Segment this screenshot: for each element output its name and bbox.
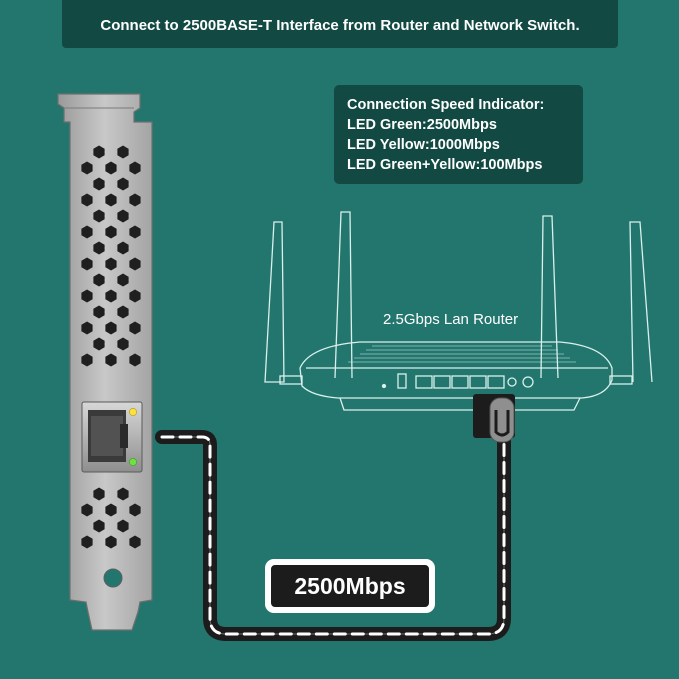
vent-hole: [105, 353, 117, 367]
vent-hole: [81, 503, 93, 517]
vent-hole: [129, 353, 141, 367]
speed-indicator-panel: Connection Speed Indicator: LED Green:25…: [334, 85, 583, 184]
antenna-mid-right: [540, 215, 559, 379]
antenna-left: [264, 221, 285, 383]
vent-hole: [93, 487, 105, 501]
vent-hole: [117, 305, 129, 319]
vent-hole: [117, 519, 129, 533]
vent-hole: [129, 289, 141, 303]
vent-hole: [129, 193, 141, 207]
vent-hole: [93, 337, 105, 351]
vent-hole: [105, 289, 117, 303]
vent-hole: [117, 487, 129, 501]
led-green: [129, 458, 137, 466]
vent-holes: [81, 145, 141, 549]
vent-hole: [129, 321, 141, 335]
vent-hole: [93, 241, 105, 255]
vent-hole: [117, 337, 129, 351]
vent-hole: [105, 503, 117, 517]
vent-hole: [93, 305, 105, 319]
top-banner: Connect to 2500BASE-T Interface from Rou…: [62, 0, 618, 48]
vent-hole: [81, 321, 93, 335]
vent-hole: [117, 177, 129, 191]
vent-hole: [105, 193, 117, 207]
speed-badge-text: 2500Mbps: [269, 563, 431, 609]
vent-hole: [117, 273, 129, 287]
vent-hole: [81, 161, 93, 175]
vent-hole: [129, 535, 141, 549]
indicator-title: Connection Speed Indicator:: [347, 97, 545, 113]
router-plug: [473, 394, 515, 443]
vent-hole: [81, 193, 93, 207]
vent-hole: [105, 161, 117, 175]
rj45-port: [81, 401, 143, 473]
led-yellow: [129, 408, 137, 416]
vent-hole: [105, 321, 117, 335]
vent-hole: [93, 177, 105, 191]
vent-hole: [129, 257, 141, 271]
vent-hole: [81, 535, 93, 549]
router-illustration: [264, 211, 653, 411]
indicator-line-yellow: LED Yellow:1000Mbps: [347, 137, 500, 153]
vent-hole: [81, 225, 93, 239]
speed-badge: 2500Mbps: [265, 559, 435, 613]
vent-hole: [105, 257, 117, 271]
antenna-right: [629, 221, 653, 383]
banner-text: Connect to 2500BASE-T Interface from Rou…: [100, 16, 580, 34]
vent-hole: [105, 535, 117, 549]
ethernet-cable: [155, 423, 511, 641]
screw-hole: [103, 568, 123, 588]
vent-hole: [129, 503, 141, 517]
vent-hole: [81, 353, 93, 367]
indicator-line-green: LED Green:2500Mbps: [347, 117, 497, 133]
pcie-bracket: [57, 93, 153, 631]
vent-hole: [117, 145, 129, 159]
vent-hole: [129, 225, 141, 239]
vent-hole: [117, 241, 129, 255]
vent-hole: [93, 273, 105, 287]
vent-hole: [105, 225, 117, 239]
vent-hole: [93, 145, 105, 159]
vent-hole: [81, 257, 93, 271]
vent-hole: [93, 519, 105, 533]
vent-hole: [81, 289, 93, 303]
vent-hole: [93, 209, 105, 223]
vent-hole: [129, 161, 141, 175]
indicator-line-green-yellow: LED Green+Yellow:100Mbps: [347, 157, 543, 173]
antenna-mid-left: [334, 211, 353, 379]
router-label: 2.5Gbps Lan Router: [383, 311, 519, 328]
vent-hole: [117, 209, 129, 223]
